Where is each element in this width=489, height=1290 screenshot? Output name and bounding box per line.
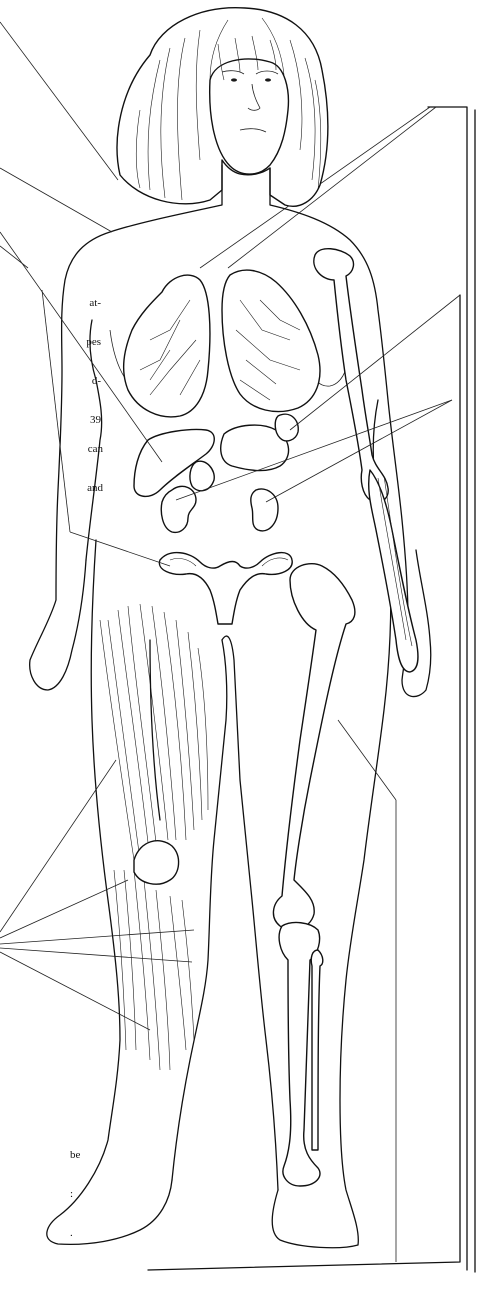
- lungs-label-line: d-: [61, 375, 101, 388]
- lungs-label-fragment: at- pes d- 39: [61, 271, 101, 440]
- lungs-label-line: pes: [61, 336, 101, 349]
- leg-muscles: [100, 604, 208, 1070]
- kidneys-label-line: and: [63, 482, 103, 495]
- lungs-label-line: at-: [61, 297, 101, 310]
- kidneys-label-line: can: [63, 443, 103, 456]
- pointer-lines: [0, 22, 460, 1262]
- bottom-label-line: :: [70, 1188, 100, 1201]
- leg-bones: [273, 564, 354, 1186]
- bottom-label-line: .: [70, 1227, 100, 1240]
- kidneys-label-fragment: can and: [63, 417, 103, 508]
- abdominal-organs: [134, 414, 298, 532]
- bottom-label-fragment: be : .: [70, 1123, 100, 1253]
- uterus: [159, 553, 292, 624]
- lungs: [124, 270, 320, 417]
- bottom-label-line: be: [70, 1149, 100, 1162]
